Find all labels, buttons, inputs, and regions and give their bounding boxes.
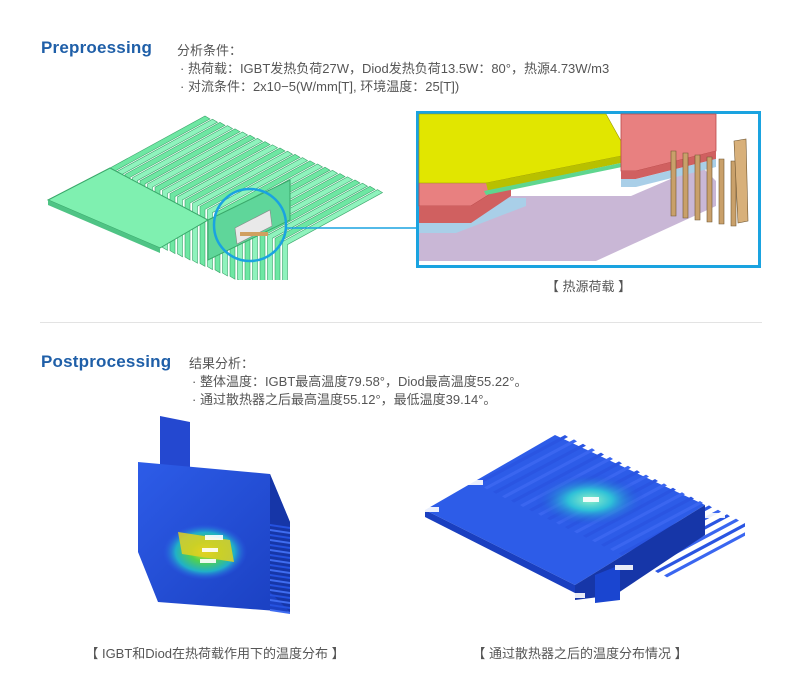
heatsink-caption: 【 通过散热器之后的温度分布情况 】 — [472, 646, 688, 661]
pins — [670, 138, 749, 227]
heatsink-temperature-image — [421, 430, 745, 603]
postprocessing-results: 结果分析： · 整体温度：IGBT最高温度79.58°，Diod最高温度55.2… — [189, 355, 527, 409]
postprocessing-title: Postprocessing — [41, 352, 172, 371]
heat-load-line: · 热荷载：IGBT发热负荷27W，Diod发热负荷13.5W：80°，热源4.… — [180, 61, 610, 76]
side-fins — [270, 524, 290, 614]
preprocessing-conditions: 分析条件： · 热荷载：IGBT发热负荷27W，Diod发热负荷13.5W：80… — [177, 42, 609, 96]
preprocessing-label: 分析条件： — [177, 43, 243, 58]
igbt-diod-temperature-image — [138, 416, 290, 614]
heatsink-model-image — [46, 115, 420, 280]
heat-source-caption: 【 热源荷载 】 — [545, 279, 632, 294]
overall-temp-line: · 整体温度：IGBT最高温度79.58°，Diod最高温度55.22°。 — [192, 374, 528, 389]
heatsink-temp-line: · 通过散热器之后最高温度55.12°，最低温度39.14°。 — [192, 392, 497, 407]
preprocessing-title: Preproessing — [41, 38, 153, 57]
convection-line: · 对流条件：2x10−5(W/mm[T], 环境温度：25[T]) — [180, 79, 460, 94]
heat-source-detail-image — [416, 111, 761, 268]
postprocessing-label: 结果分析： — [189, 356, 255, 371]
igbt-diod-caption: 【 IGBT和Diod在热荷载作用下的温度分布 】 — [85, 646, 345, 661]
section-divider — [40, 322, 762, 323]
